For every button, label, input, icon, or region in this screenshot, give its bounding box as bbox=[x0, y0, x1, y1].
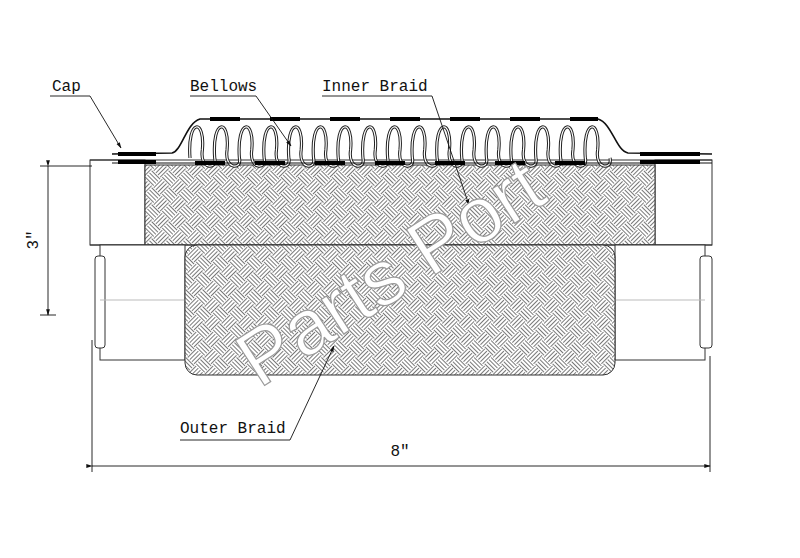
dimension-label: 8″ bbox=[390, 443, 409, 461]
dimension-label: 3″ bbox=[25, 230, 43, 249]
part-label: Inner Braid bbox=[322, 78, 428, 96]
part-label: Outer Braid bbox=[180, 420, 286, 438]
part-label: Bellows bbox=[190, 78, 257, 96]
part-label: Cap bbox=[52, 78, 81, 96]
